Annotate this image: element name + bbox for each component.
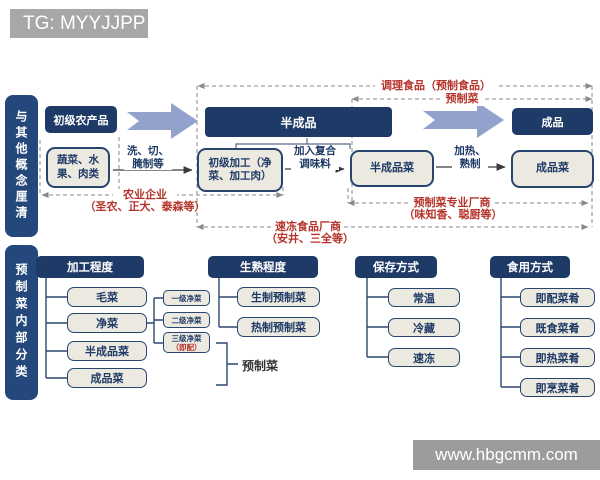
item-level2-clean-veg: 二级净菜 bbox=[163, 312, 210, 328]
label-frozen-companies: （安井、三全等） bbox=[266, 233, 354, 245]
item-level3-clean-veg: 三级净菜 （即配） bbox=[163, 332, 210, 353]
header-eating-method: 食用方式 bbox=[490, 256, 570, 278]
brace-prepared-dish bbox=[216, 342, 238, 386]
box-semi-finished-dish: 半成品菜 bbox=[350, 150, 434, 187]
item-finished-dish: 成品菜 bbox=[67, 368, 147, 388]
brace-label-prepared-dish: 预制菜 bbox=[242, 359, 279, 373]
label-agri-companies: （圣农、正大、泰森等） bbox=[84, 201, 206, 213]
item-clean-veg: 净菜 bbox=[67, 313, 147, 333]
item-ready-to-assemble: 即配菜肴 bbox=[520, 288, 595, 307]
tg-badge: TG: MYYJJPP bbox=[10, 9, 148, 38]
item-quick-frozen: 速冻 bbox=[388, 348, 460, 367]
label-specialist-makers: 预制菜专业厂商 bbox=[411, 197, 493, 210]
tree-processing bbox=[45, 278, 67, 379]
item-semi-finished-dish: 半成品菜 bbox=[67, 341, 147, 361]
sidebar-concept-clarification: 与其他概念厘清 bbox=[5, 95, 38, 237]
header-rawness-degree: 生熟程度 bbox=[208, 256, 318, 278]
tree-storage bbox=[366, 278, 388, 358]
item-ready-to-eat: 既食菜肴 bbox=[520, 318, 595, 337]
label-frozen-food-makers: 速冻食品厂商 bbox=[272, 221, 344, 234]
item-level1-clean-veg: 一级净菜 bbox=[163, 290, 210, 306]
item-raw-prepared: 生制预制菜 bbox=[237, 287, 320, 307]
label-specialist-companies: （味知香、聪厨等） bbox=[403, 209, 503, 221]
item-cooked-prepared: 热制预制菜 bbox=[237, 317, 320, 337]
level3-ready-note: （即配） bbox=[171, 342, 202, 352]
stage-finished: 成品 bbox=[512, 108, 593, 135]
watermark-url: www.hbgcmm.com bbox=[413, 440, 600, 470]
arrow-label-wash-cut: 洗、切、腌制等 bbox=[124, 145, 172, 171]
block-arrow-2 bbox=[423, 102, 504, 138]
box-raw-ingredients: 蔬菜、水果、肉类 bbox=[46, 147, 110, 188]
item-ready-to-cook: 即烹菜肴 bbox=[520, 378, 595, 397]
item-raw-veg: 毛菜 bbox=[67, 287, 147, 307]
label-prepared-dish-scope: 预制菜 bbox=[440, 93, 484, 106]
label-agri-enterprises: 农业企业 bbox=[113, 189, 177, 202]
header-storage-method: 保存方式 bbox=[355, 256, 437, 278]
header-processing-degree: 加工程度 bbox=[36, 256, 144, 278]
stage-primary-agri-products: 初级农产品 bbox=[45, 106, 117, 133]
block-arrow-1 bbox=[127, 103, 198, 139]
level3-label: 三级净菜 bbox=[171, 333, 202, 343]
bar-bracket bbox=[235, 138, 351, 149]
item-refrigerated: 冷藏 bbox=[388, 318, 460, 337]
label-conditioned-food: 调理食品（预制食品） bbox=[375, 80, 497, 93]
stage-semi-finished: 半成品 bbox=[205, 107, 392, 137]
arrow-label-add-seasoning: 加入复合调味料 bbox=[291, 145, 339, 171]
tree-eating bbox=[500, 278, 520, 388]
item-room-temp: 常温 bbox=[388, 288, 460, 307]
box-finished-dish: 成品菜 bbox=[511, 150, 594, 188]
box-primary-processing: 初级加工（净菜、加工肉） bbox=[197, 148, 283, 192]
arrow-label-heat-cook: 加热、熟制 bbox=[452, 145, 488, 171]
tree-clean-veg-sub bbox=[147, 297, 163, 344]
sidebar-internal-classification: 预制菜内部分类 bbox=[5, 245, 38, 400]
tree-rawness bbox=[218, 278, 237, 328]
item-ready-to-heat: 即热菜肴 bbox=[520, 348, 595, 367]
